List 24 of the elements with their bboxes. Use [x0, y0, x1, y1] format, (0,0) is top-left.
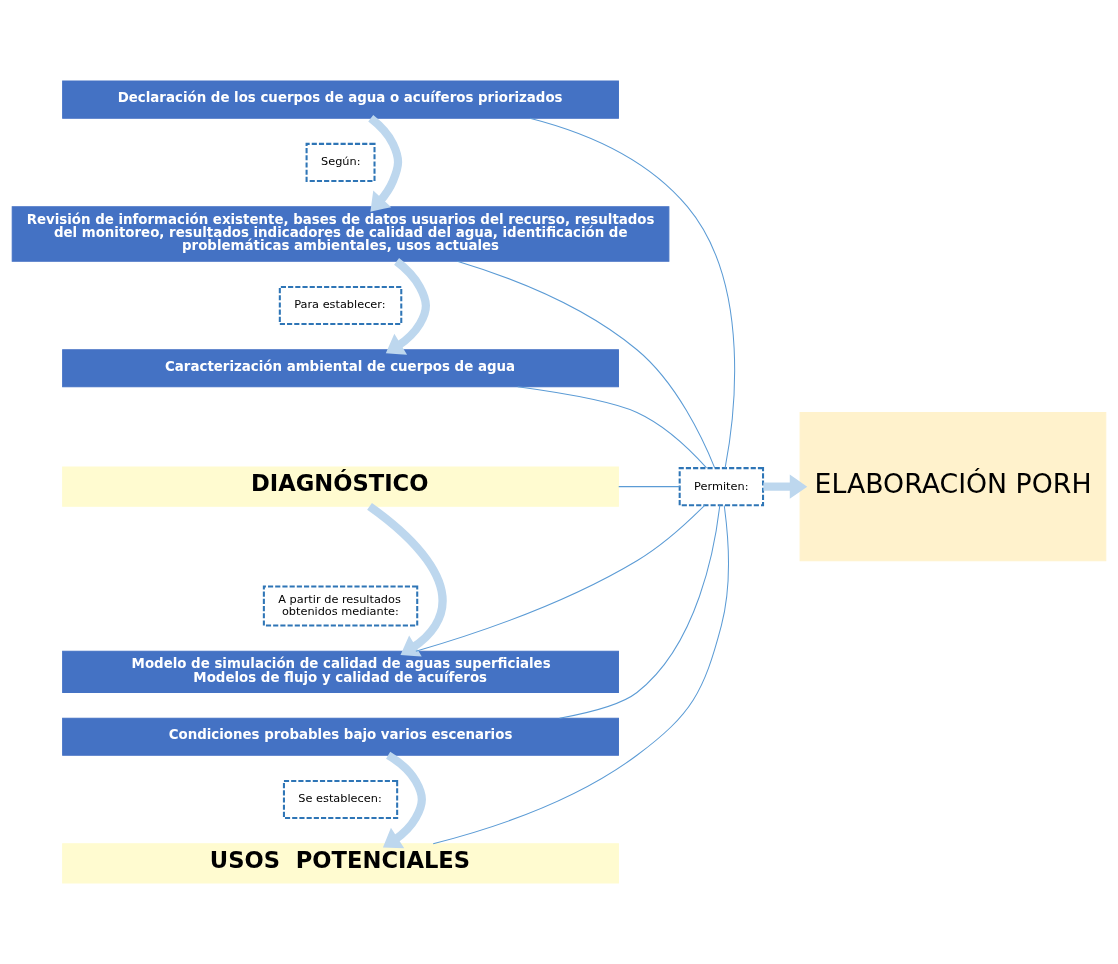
arrow — [763, 474, 808, 499]
node-box: Según: — [305, 142, 376, 182]
node-box: USOS POTENCIALES — [62, 843, 619, 884]
arrow — [367, 503, 447, 657]
node-box: Condiciones probables bajo varios escenarios — [62, 717, 619, 756]
connector — [529, 117, 736, 469]
node-box: Se establecen: — [282, 779, 399, 820]
connector — [517, 386, 708, 469]
connector — [618, 486, 681, 488]
node-box: Permiten: — [678, 467, 765, 507]
node-box: Para establecer: — [278, 285, 403, 326]
connector — [432, 504, 729, 845]
node-box: ELABORACIÓN PORH — [799, 412, 1107, 562]
node-box: Revisión de información existente, bases de datos usuarios del recurso, resultados del monitoreo, resultados indicadores de calidad del agua, identificación de problemáticas ambientales, usos actuales — [11, 206, 670, 262]
arrow — [382, 751, 426, 849]
node-box: Caracterización ambiental de cuerpos de agua — [62, 349, 619, 388]
connector — [559, 504, 721, 719]
arrow — [368, 115, 403, 212]
node-box: A partir de resultados obtenidos mediante: — [262, 585, 419, 627]
node-box: Declaración de los cuerpos de agua o acuíferos priorizados — [62, 80, 619, 119]
node-box: DIAGNÓSTICO — [62, 466, 619, 507]
connector — [456, 260, 716, 469]
node-box: Modelo de simulación de calidad de aguas superficiales Modelos de flujo y calidad de acuíferos — [62, 650, 619, 693]
connector — [415, 504, 706, 652]
